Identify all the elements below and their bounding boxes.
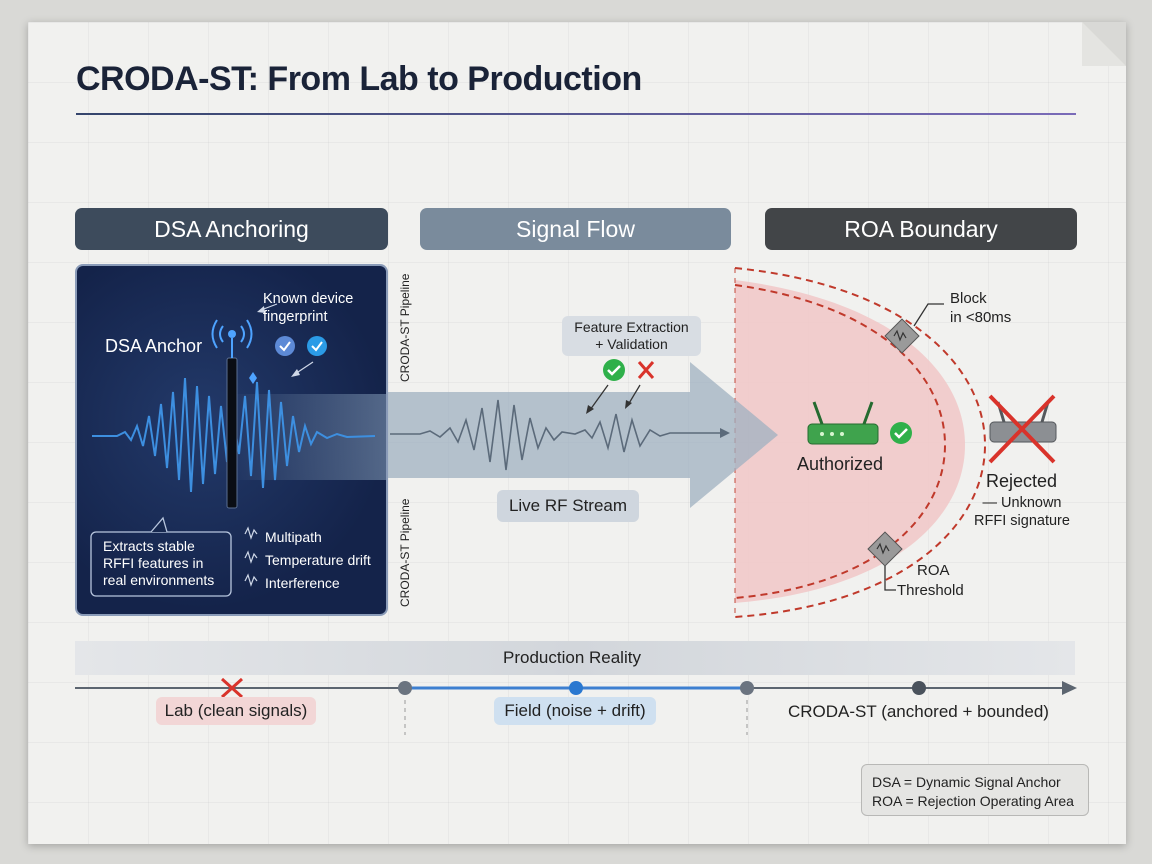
rejected-label: Rejected xyxy=(986,471,1058,491)
known-fingerprint-line1: Known device xyxy=(263,291,354,307)
authorized-label: Authorized xyxy=(797,454,884,474)
title-underline xyxy=(76,113,1076,115)
block-sensor-icon xyxy=(884,318,920,354)
rejected-reason-line1: — Unknown xyxy=(982,495,1062,511)
timeline-node-field xyxy=(569,681,583,695)
temperature-drift-icon xyxy=(244,550,258,564)
legend-roa: ROA = Rejection Operating Area xyxy=(872,793,1074,809)
section-header-roa: ROA Boundary xyxy=(765,208,1077,250)
factor-interference: Interference xyxy=(265,575,340,591)
extracts-note: Extracts stable RFFI features in real en… xyxy=(103,538,214,589)
roa-threshold-line2: Threshold xyxy=(897,582,964,599)
rejected-cross-icon xyxy=(988,394,1056,464)
section-header-signal-flow: Signal Flow xyxy=(420,208,731,250)
known-fingerprint-label: Known device fingerprint xyxy=(263,290,353,326)
interference-icon xyxy=(244,573,258,587)
known-fingerprint-line2: fingerprint xyxy=(263,309,328,325)
stage-lab: Lab (clean signals) xyxy=(156,697,316,725)
environment-factors: Multipath Temperature drift Interference xyxy=(265,526,371,595)
block-label: Block in <80ms xyxy=(950,289,1011,327)
rejected-reason: — Unknown RFFI signature xyxy=(973,494,1071,530)
live-waveform xyxy=(390,399,720,471)
feature-extraction-line1: Feature Extraction xyxy=(574,319,689,335)
feature-extraction-label: Feature Extraction + Validation xyxy=(562,316,701,356)
block-line1: Block xyxy=(950,290,987,307)
threshold-sensor-icon xyxy=(867,531,903,567)
extracts-note-line2: RFFI features in xyxy=(103,555,204,571)
abbreviation-legend: DSA = Dynamic Signal Anchor ROA = Reject… xyxy=(861,764,1089,816)
block-line2: in <80ms xyxy=(950,309,1012,326)
dsa-anchor-panel: Known device fingerprint DSA Anchor Extr… xyxy=(75,264,388,616)
rejected-reason-line2: RFFI signature xyxy=(974,513,1070,529)
fingerprint-check-icon-2 xyxy=(307,336,327,356)
page-title: CRODA-ST: From Lab to Production xyxy=(76,60,642,98)
validation-cross-icon xyxy=(637,361,655,379)
timeline-node-croda xyxy=(912,681,926,695)
lab-cross-icon xyxy=(220,677,244,699)
feature-extraction-line2: + Validation xyxy=(595,336,668,352)
production-reality-label: Production Reality xyxy=(503,648,641,667)
timeline-node-2 xyxy=(740,681,754,695)
page-curl xyxy=(1082,22,1126,66)
extracts-note-line1: Extracts stable xyxy=(103,538,195,554)
dsa-anchor-label: DSA Anchor xyxy=(105,336,203,356)
stage-croda: CRODA-ST (anchored + bounded) xyxy=(788,702,1049,721)
dsa-panel-graphics xyxy=(90,303,386,597)
stage-field: Field (noise + drift) xyxy=(494,697,656,725)
validation-check-icon xyxy=(603,359,625,381)
authorized-check-icon xyxy=(890,422,912,444)
roa-outer-boundary xyxy=(734,267,987,618)
timeline-arrowhead xyxy=(1062,681,1077,695)
extracts-note-line3: real environments xyxy=(103,572,215,588)
roa-threshold-line1: ROA xyxy=(917,562,950,579)
section-header-dsa: DSA Anchoring xyxy=(75,208,388,250)
router-authorized-icon xyxy=(807,401,879,445)
signal-flow-arrow xyxy=(388,362,778,508)
live-rf-stream-label: Live RF Stream xyxy=(497,490,639,522)
timeline-node-1 xyxy=(398,681,412,695)
fingerprint-check-icon-1 xyxy=(275,336,295,356)
production-reality-band xyxy=(75,641,1075,675)
validation-marks xyxy=(603,359,655,381)
legend-dsa: DSA = Dynamic Signal Anchor xyxy=(872,774,1061,790)
factor-temperature-drift: Temperature drift xyxy=(265,552,371,568)
factor-multipath: Multipath xyxy=(265,529,322,545)
roa-threshold-label: ROA Threshold xyxy=(897,561,964,601)
multipath-icon xyxy=(244,526,258,540)
